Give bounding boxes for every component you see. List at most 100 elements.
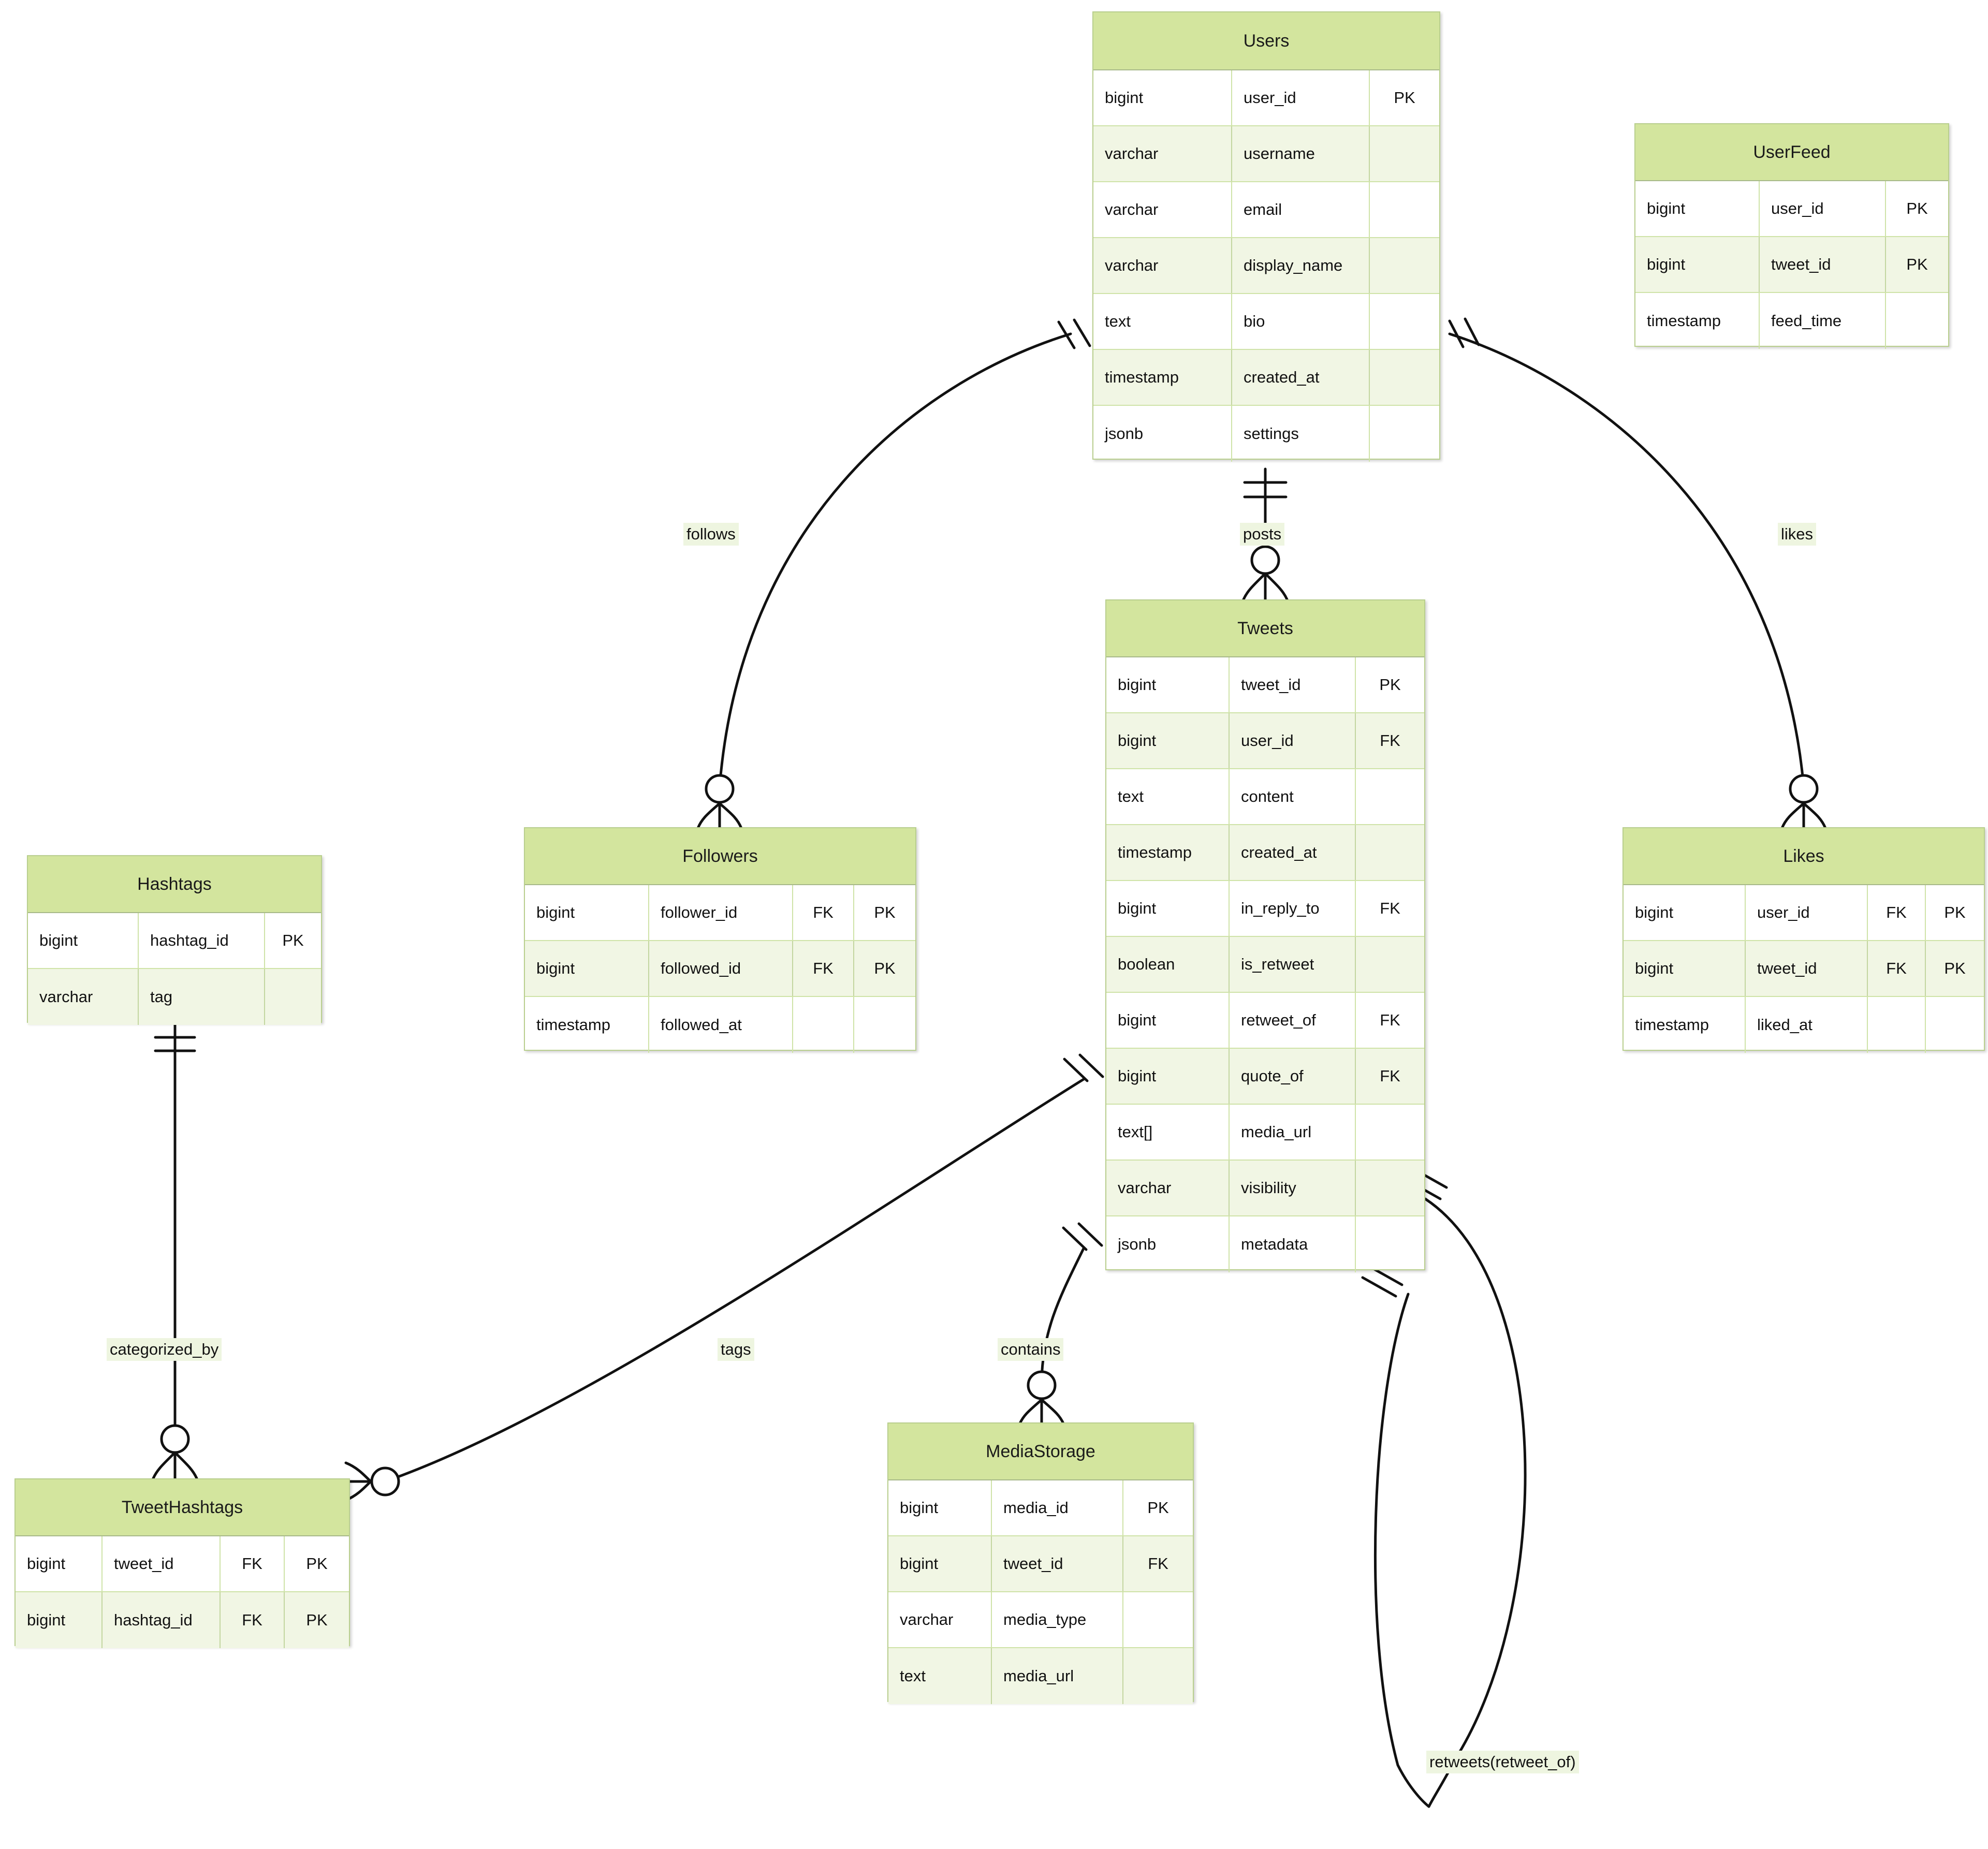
attribute-type: text[] <box>1106 1105 1230 1160</box>
card-posts-one <box>1243 481 1288 498</box>
attribute-key1 <box>1370 126 1439 181</box>
card-contains-one <box>1062 1222 1103 1251</box>
attribute-name: media_id <box>992 1480 1123 1535</box>
attribute-key1: FK <box>1868 941 1926 996</box>
attribute-key1: FK <box>221 1536 285 1591</box>
attribute-name: bio <box>1232 294 1370 349</box>
attribute-name: follower_id <box>649 885 793 940</box>
attribute-key2: PK <box>1944 903 1966 921</box>
connector-retweets-b <box>1373 1293 1430 1808</box>
attribute-key2: PK <box>306 1554 328 1573</box>
attribute-type: jsonb <box>1106 1216 1230 1272</box>
connector-contains <box>1040 1247 1085 1386</box>
attribute-row[interactable]: text[]media_url <box>1106 1105 1424 1161</box>
attribute-name: is_retweet <box>1230 937 1356 992</box>
attribute-key1 <box>793 997 854 1053</box>
attribute-type: varchar <box>28 969 139 1025</box>
entity-title-userfeed: UserFeed <box>1635 124 1948 181</box>
attribute-key1: FK <box>1868 885 1926 940</box>
attribute-key2: PK <box>874 959 896 977</box>
attribute-type: varchar <box>888 1592 992 1647</box>
attribute-name: followed_id <box>649 941 793 996</box>
connector-tags <box>384 1078 1085 1483</box>
attribute-key1: FK <box>1380 1067 1400 1085</box>
attribute-name: metadata <box>1230 1216 1356 1272</box>
attribute-key1: PK <box>1379 676 1401 694</box>
attribute-key2: PK <box>874 903 896 921</box>
attribute-key1 <box>1370 294 1439 349</box>
relationship-label-contains: contains <box>998 1338 1064 1361</box>
attribute-name: in_reply_to <box>1230 881 1356 936</box>
attribute-name: username <box>1232 126 1370 181</box>
attribute-name: created_at <box>1230 825 1356 880</box>
card-categorizedby-many <box>152 1451 198 1480</box>
attribute-key1 <box>1370 238 1439 293</box>
attribute-name: content <box>1230 769 1356 824</box>
attribute-key1 <box>1356 825 1424 880</box>
attribute-name: display_name <box>1232 238 1370 293</box>
attribute-type: varchar <box>1106 1161 1230 1215</box>
attribute-type: text <box>1106 769 1230 824</box>
relationship-label-categorized_by: categorized_by <box>107 1338 222 1361</box>
card-follows-many <box>696 801 743 830</box>
attribute-type: text <box>1093 294 1232 349</box>
attribute-name: user_id <box>1230 713 1356 768</box>
attribute-name: liked_at <box>1746 997 1868 1053</box>
attribute-name: tweet_id <box>992 1536 1123 1591</box>
relationship-label-posts: posts <box>1240 523 1285 546</box>
connector-likes <box>1448 332 1805 788</box>
attribute-key1: PK <box>1147 1499 1169 1517</box>
attribute-type: bigint <box>16 1592 103 1648</box>
attribute-key1 <box>1370 406 1439 462</box>
attribute-type: bigint <box>16 1536 103 1591</box>
attribute-name: visibility <box>1230 1161 1356 1215</box>
connector-retweets <box>1424 1197 1527 1808</box>
attribute-type: varchar <box>1093 182 1232 237</box>
attribute-type: varchar <box>1093 126 1232 181</box>
attribute-key1: PK <box>1906 199 1928 217</box>
attribute-type: bigint <box>1106 1049 1230 1104</box>
